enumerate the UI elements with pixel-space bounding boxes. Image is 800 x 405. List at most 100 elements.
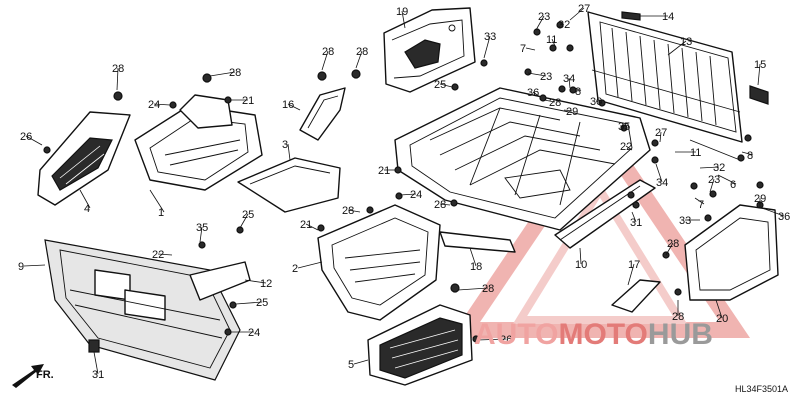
part-13-tailgate bbox=[587, 11, 769, 143]
part-3-panel bbox=[237, 157, 341, 213]
callout-c21a: 21 bbox=[242, 95, 254, 107]
callout-c28e: 28 bbox=[342, 205, 354, 217]
callout-c23a: 23 bbox=[538, 11, 550, 23]
callout-leader-c27b bbox=[659, 131, 662, 143]
callout-c32b: 32 bbox=[713, 162, 725, 174]
watermark-text: AUTOMOTOHUB bbox=[474, 318, 713, 351]
callout-leader-c31b bbox=[631, 211, 637, 223]
callout-c28a: 28 bbox=[112, 63, 124, 75]
callout-c1: 1 bbox=[158, 207, 164, 219]
part-2-tub bbox=[317, 204, 441, 321]
callout-leader-c28b bbox=[209, 71, 236, 77]
callout-leader-c8b bbox=[741, 151, 754, 156]
callout-leader-c28a bbox=[116, 67, 119, 91]
callout-leader-c34b bbox=[655, 163, 663, 183]
callout-c31a: 31 bbox=[92, 369, 104, 381]
callout-c22b: 22 bbox=[620, 141, 632, 153]
callout-c27a: 27 bbox=[578, 3, 590, 15]
callout-c16: 16 bbox=[282, 99, 294, 111]
callout-c3: 3 bbox=[282, 139, 288, 151]
callout-leader-c5 bbox=[353, 359, 369, 365]
callout-c6: 6 bbox=[730, 179, 736, 191]
callout-c34a: 34 bbox=[563, 73, 575, 85]
callout-leader-c25a bbox=[239, 213, 249, 229]
callout-c10: 10 bbox=[575, 259, 587, 271]
callout-leader-c25b bbox=[235, 301, 263, 305]
callout-leader-c28h bbox=[665, 242, 674, 256]
callout-c17: 17 bbox=[628, 259, 640, 271]
part-20-side-panel bbox=[684, 204, 779, 301]
callout-c11b: 11 bbox=[690, 147, 701, 159]
callout-leader-c28j bbox=[543, 99, 556, 103]
callout-c28i: 28 bbox=[672, 311, 684, 323]
callout-leader-c29a bbox=[563, 109, 573, 112]
callout-leader-c6 bbox=[717, 174, 737, 185]
callout-leader-c36a bbox=[532, 91, 541, 98]
callout-c14: 14 bbox=[662, 11, 674, 23]
part-16-bracket bbox=[299, 87, 346, 141]
callout-c25a: 25 bbox=[242, 209, 254, 221]
callout-c28b: 28 bbox=[229, 67, 241, 79]
part-5-tray bbox=[367, 304, 473, 386]
callout-c28h: 28 bbox=[667, 238, 679, 250]
callout-leader-c30 bbox=[595, 100, 603, 104]
part-4-side-rail bbox=[37, 111, 131, 206]
callout-leader-c25c bbox=[439, 83, 453, 88]
part-17-bracket bbox=[611, 279, 661, 313]
callout-c28c: 28 bbox=[322, 46, 334, 58]
callout-c9: 9 bbox=[18, 261, 24, 273]
callout-c24c: 24 bbox=[248, 327, 260, 339]
callout-leader-c15 bbox=[757, 63, 761, 86]
callout-c28j: 28 bbox=[549, 97, 561, 109]
callout-leader-c13 bbox=[667, 40, 687, 56]
callout-c2: 2 bbox=[292, 263, 298, 275]
callout-c21b: 21 bbox=[300, 219, 312, 231]
callout-leader-c24b bbox=[399, 193, 417, 196]
callout-leader-c24a bbox=[153, 103, 171, 106]
callout-c36a: 36 bbox=[527, 87, 539, 99]
part-19-side-panel bbox=[383, 7, 476, 93]
callout-leader-c3 bbox=[287, 143, 291, 161]
callout-leader-c20 bbox=[715, 299, 723, 319]
callout-c12: 12 bbox=[260, 278, 272, 290]
callout-leader-c11a bbox=[551, 38, 556, 47]
front-arrow-icon bbox=[12, 364, 44, 388]
callout-c7b: 7 bbox=[698, 199, 704, 211]
callout-leader-c32a bbox=[559, 23, 565, 26]
part-9-cover bbox=[44, 239, 241, 381]
callout-leader-c23c bbox=[709, 178, 715, 193]
callout-c20: 20 bbox=[716, 313, 728, 325]
callout-c29b: 29 bbox=[754, 193, 766, 205]
callout-c30: 30 bbox=[590, 96, 602, 108]
callout-c24b: 24 bbox=[410, 189, 422, 201]
callout-leader-c35b bbox=[621, 125, 625, 131]
callout-leader-c36b bbox=[761, 207, 785, 217]
callout-leader-c28c bbox=[321, 50, 329, 71]
callout-leader-c18 bbox=[469, 247, 477, 267]
callout-leader-c22a bbox=[157, 253, 173, 256]
direction-label: FR. bbox=[36, 369, 54, 381]
callout-c5: 5 bbox=[348, 359, 354, 371]
callout-leader-c7b bbox=[694, 197, 705, 205]
callout-c25b: 25 bbox=[256, 297, 268, 309]
callout-c26b: 26 bbox=[500, 334, 512, 346]
callout-c24a: 24 bbox=[148, 99, 160, 111]
callout-c13: 13 bbox=[680, 36, 692, 48]
callout-c33b: 33 bbox=[679, 215, 691, 227]
callout-c27b: 27 bbox=[655, 127, 667, 139]
callout-leader-c23b bbox=[527, 72, 547, 77]
callout-leader-c17 bbox=[627, 263, 635, 286]
callout-c36b: 36 bbox=[778, 211, 790, 223]
callout-c26a: 26 bbox=[20, 131, 32, 143]
callout-leader-c12 bbox=[244, 279, 267, 284]
callout-leader-c26b bbox=[477, 338, 507, 341]
fastener-31 bbox=[88, 339, 100, 353]
callout-leader-c9 bbox=[23, 264, 46, 267]
part-12-bracket bbox=[189, 261, 251, 301]
callout-c33a: 33 bbox=[484, 31, 496, 43]
callout-c21c: 21 bbox=[378, 165, 390, 177]
callout-leader-c21b bbox=[305, 223, 319, 231]
part-18-rail bbox=[439, 231, 516, 253]
callout-c15: 15 bbox=[754, 59, 766, 71]
